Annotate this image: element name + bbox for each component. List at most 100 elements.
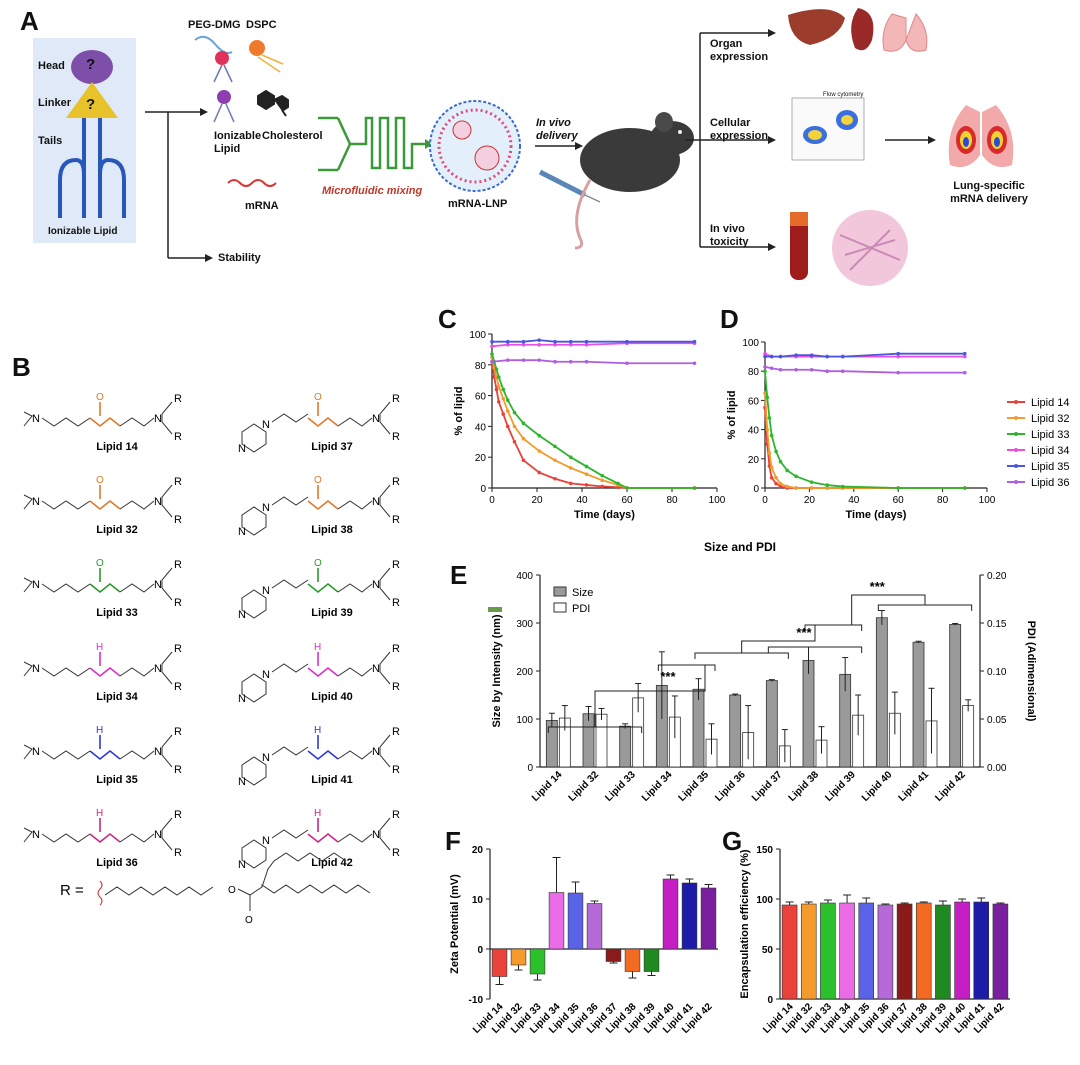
- bar: [700, 887, 717, 950]
- x-tick-label: 40: [848, 495, 860, 506]
- r-top: R: [392, 643, 400, 655]
- spleen-shape: [851, 8, 874, 51]
- y-tick-label: 400: [516, 571, 533, 582]
- chart-title: Size and PDI: [704, 540, 776, 554]
- data-point: [600, 484, 605, 489]
- chain-left: [271, 413, 309, 423]
- legend-marker: [1014, 464, 1018, 468]
- ring-n: N: [262, 502, 270, 514]
- r-top: R: [392, 559, 400, 571]
- data-point: [774, 449, 778, 454]
- head-shape: [71, 50, 113, 84]
- data-point: [625, 361, 629, 366]
- chain-right: [119, 500, 155, 510]
- bar: [624, 948, 641, 972]
- methyls: [23, 744, 33, 760]
- data-point: [794, 474, 798, 479]
- data-point: [778, 459, 783, 464]
- bar: [896, 903, 913, 1000]
- heteroatom: O: [96, 392, 104, 403]
- data-point: [505, 358, 510, 362]
- x-tick-label: 60: [893, 495, 905, 506]
- data-point: [825, 483, 829, 487]
- structure-label: Lipid 32: [96, 524, 138, 536]
- legend-marker: [1014, 480, 1018, 484]
- bar: [643, 948, 660, 972]
- data-point: [625, 486, 629, 490]
- y-tick-label: 0: [477, 945, 483, 956]
- linker: [307, 416, 339, 428]
- significance-label: ***: [870, 579, 886, 594]
- y-tick-label: 40: [748, 426, 760, 437]
- data-point: [584, 464, 589, 469]
- series-line-lipid-33: [491, 353, 695, 489]
- tail-bonds: [379, 651, 391, 685]
- bar: [858, 902, 875, 1000]
- y-tick-label: 50: [762, 945, 774, 956]
- bar: [781, 904, 798, 1000]
- y-tick-label: 200: [516, 667, 533, 678]
- tail-n: N: [154, 829, 162, 841]
- peg-dmg-label: PEG-DMG: [188, 19, 241, 31]
- panel-label-f: F: [445, 826, 461, 856]
- data-point: [553, 342, 557, 347]
- mrna-lnp-label: mRNA-LNP: [448, 198, 508, 210]
- legend-marker: [1014, 448, 1018, 452]
- r-bottom: R: [174, 597, 182, 609]
- data-point: [794, 353, 798, 357]
- tail-n: N: [154, 413, 162, 425]
- r-chain: [104, 886, 214, 896]
- panel-label-g: G: [722, 826, 743, 856]
- x-tick-label: Lipid 35: [677, 769, 712, 804]
- legend-label: Lipid 35: [1031, 461, 1070, 473]
- y-tick-label: -10: [469, 995, 484, 1006]
- stability-label: Stability: [218, 252, 261, 264]
- size-bar: [802, 660, 815, 768]
- tail-n: N: [372, 496, 380, 508]
- x-tick-label: Lipid 36: [713, 769, 748, 804]
- x-tick-label: Lipid 32: [567, 769, 602, 804]
- lungs-shape: [882, 13, 928, 52]
- linker: [89, 832, 121, 844]
- data-point: [537, 338, 542, 342]
- chain-left: [41, 583, 91, 593]
- chain-left: [41, 417, 91, 427]
- microfluidic-mixing-label: Microfluidic mixing: [322, 185, 423, 197]
- in-vivo-toxicity-label: In vivo toxicity: [710, 223, 749, 248]
- data-point: [537, 358, 542, 362]
- tail-bonds: [379, 817, 391, 851]
- structure-label: Lipid 37: [311, 441, 353, 453]
- y-tick-label: 80: [748, 367, 760, 378]
- tail-n: N: [372, 746, 380, 758]
- x-tick-label: Lipid 14: [530, 769, 565, 804]
- x-tick-label: 80: [937, 495, 949, 506]
- data-point: [778, 481, 783, 486]
- data-point: [501, 387, 506, 392]
- tail-bonds: [161, 484, 173, 518]
- data-point: [501, 396, 506, 401]
- methyls: [23, 494, 33, 510]
- linker-label: Linker: [38, 97, 72, 109]
- significance-bracket: [767, 646, 863, 653]
- ring-n2: N: [238, 609, 246, 621]
- r-bottom: R: [392, 431, 400, 443]
- data-point: [809, 353, 814, 357]
- data-point: [767, 451, 772, 455]
- legend-pdi-swatch: [553, 602, 567, 613]
- green-marker: [488, 607, 502, 612]
- linker: [307, 749, 339, 761]
- data-point: [774, 475, 778, 480]
- legend-label: Lipid 14: [1031, 397, 1070, 409]
- y-tick-label: 10: [472, 895, 484, 906]
- data-point: [809, 486, 814, 490]
- data-point: [521, 342, 526, 347]
- legend-label: Lipid 34: [1031, 445, 1070, 457]
- data-point: [794, 367, 798, 372]
- structure-label: Lipid 35: [96, 774, 138, 786]
- data-point: [765, 395, 770, 400]
